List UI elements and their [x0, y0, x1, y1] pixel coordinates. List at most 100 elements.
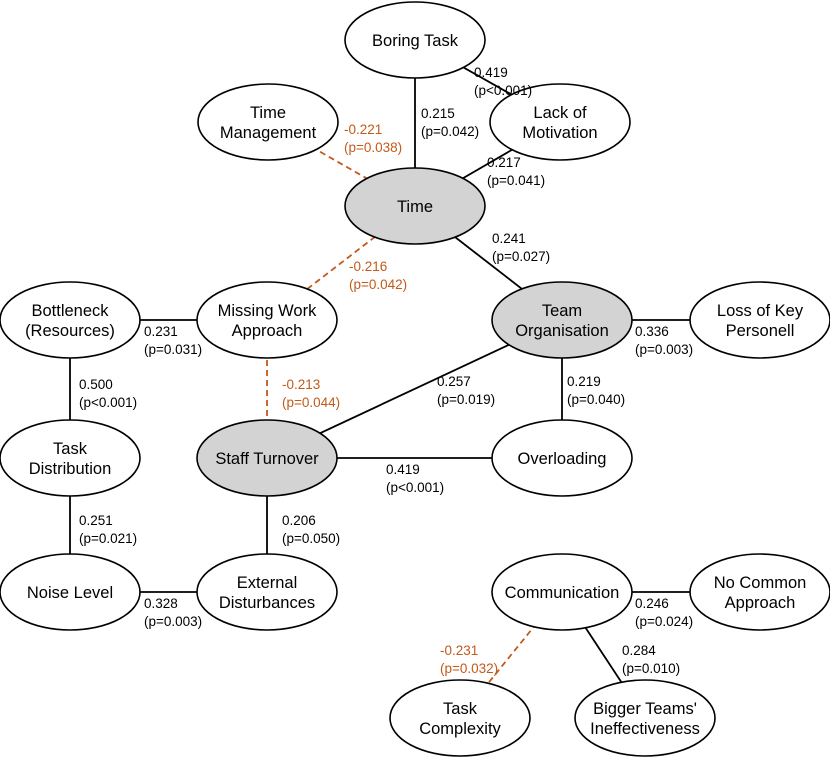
edge-label-communication-task-complexity: -0.231 (p=0.032) — [440, 643, 498, 676]
node-label-time: Time — [397, 198, 433, 216]
node-label-line: Staff Turnover — [215, 450, 319, 468]
node-label-line: Management — [220, 124, 317, 142]
node-shape-bottleneck-resources — [0, 281, 141, 359]
edge-p-value: (p=0.040) — [567, 392, 625, 407]
node-label-line: Disturbances — [219, 594, 315, 612]
node-label-boring-task: Boring Task — [372, 32, 459, 50]
node-shape-communication — [491, 553, 633, 631]
node-label-line: Approach — [725, 594, 796, 612]
edge-p-value: (p=0.032) — [440, 661, 498, 676]
edge-labels-layer: 0.419(p<0.001)0.215(p=0.042)0.217(p=0.04… — [79, 65, 693, 676]
edge-label-staff-turnover-external-disturbances: 0.206(p=0.050) — [282, 513, 340, 546]
node-label-line: Time — [250, 104, 286, 122]
edge-p-value: (p<0.001) — [79, 395, 137, 410]
edge-coefficient: -0.213 — [282, 377, 320, 392]
edge-p-value: (p=0.031) — [144, 342, 202, 357]
node-label-staff-turnover: Staff Turnover — [215, 450, 319, 468]
node-label-line: Lack of — [533, 104, 587, 122]
node-shape-staff-turnover — [196, 419, 338, 497]
edge-p-value: (p<0.001) — [386, 480, 444, 495]
edge-p-value: (p=0.038) — [344, 140, 402, 155]
node-time: Time — [344, 167, 486, 245]
edge-label-staff-turnover-overloading: 0.419(p<0.001) — [386, 462, 444, 495]
node-label-line: Missing Work — [218, 302, 317, 320]
edge-p-value: (p=0.042) — [349, 277, 407, 292]
edge-coefficient: 0.219 — [567, 374, 601, 389]
node-shape-team-organisation — [491, 281, 633, 359]
node-shape-noise-level — [0, 553, 141, 631]
node-shape-time — [344, 167, 486, 245]
edge-coefficient: -0.231 — [440, 643, 478, 658]
node-shape-task-complexity — [389, 679, 531, 757]
edge-label-communication-no-common-approach: 0.246(p=0.024) — [635, 596, 693, 629]
edge-label-task-distribution-noise-level: 0.251(p=0.021) — [79, 513, 137, 546]
node-label-bigger-teams-ineffectiveness: Bigger Teams' Ineffectiveness — [590, 700, 700, 738]
node-label-line: Overloading — [518, 450, 607, 468]
node-label-line: Complexity — [419, 720, 501, 738]
node-label-line: Personell — [726, 322, 795, 340]
edge-label-team-organisation-staff-turnover: 0.257 (p=0.019) — [437, 374, 495, 407]
edge-coefficient: 0.419 — [474, 65, 508, 80]
edge-p-value: (p=0.010) — [622, 661, 680, 676]
edge-coefficient: -0.216 — [349, 259, 387, 274]
node-label-line: Loss of Key — [717, 302, 804, 320]
node-label-communication: Communication — [505, 584, 620, 602]
node-label-line: Team — [542, 302, 582, 320]
node-shape-boring-task — [344, 1, 486, 79]
node-label-line: Bigger Teams' — [593, 700, 697, 718]
node-label-line: External — [237, 574, 298, 592]
edge-coefficient: 0.257 — [437, 374, 471, 389]
node-label-line: Distribution — [29, 460, 112, 478]
edge-label-lack-of-motivation-time: 0.217(p=0.041) — [487, 155, 545, 188]
edge-label-communication-bigger-teams: 0.284 (p=0.010) — [622, 643, 680, 676]
node-bigger-teams-ineffectiveness: Bigger Teams' Ineffectiveness — [574, 679, 716, 757]
edge-p-value: (p=0.003) — [635, 342, 693, 357]
node-shape-loss-of-key-personell — [689, 281, 830, 359]
node-label-line: (Resources) — [25, 322, 115, 340]
edge-coefficient: 0.284 — [622, 643, 656, 658]
edge-p-value: (p=0.042) — [421, 124, 479, 139]
edge-p-value: (p=0.019) — [437, 392, 495, 407]
node-shape-bigger-teams-ineffectiveness — [574, 679, 716, 757]
node-overloading: Overloading — [491, 419, 633, 497]
node-shape-task-distribution — [0, 419, 141, 497]
node-label-line: Ineffectiveness — [590, 720, 700, 738]
node-noise-level: Noise Level — [0, 553, 141, 631]
edge-label-boring-task-time: 0.215 (p=0.042) — [421, 106, 479, 139]
node-boring-task: Boring Task — [344, 1, 486, 79]
node-shape-external-disturbances — [196, 553, 338, 631]
node-shape-no-common-approach — [689, 553, 830, 631]
node-shape-lack-of-motivation — [489, 83, 631, 161]
node-label-line: Time — [397, 198, 433, 216]
edge-label-bottleneck-task-distribution: 0.500(p<0.001) — [79, 377, 137, 410]
edge-coefficient: 0.215 — [421, 106, 455, 121]
edge-label-team-organisation-loss-of-key-personell: 0.336(p=0.003) — [635, 324, 693, 357]
edge-p-value: (p=0.041) — [487, 173, 545, 188]
edge-p-value: (p=0.050) — [282, 531, 340, 546]
edge-p-value: (p=0.003) — [144, 614, 202, 629]
edge-p-value: (p=0.024) — [635, 614, 693, 629]
edge-label-missing-work-approach-staff-turnover: -0.213 (p=0.044) — [282, 377, 340, 410]
edge-label-bottleneck-missing-work-approach: 0.231(p=0.031) — [144, 324, 202, 357]
node-label-line: Task — [443, 700, 478, 718]
edge-p-value: (p=0.044) — [282, 395, 340, 410]
node-label-line: Communication — [505, 584, 620, 602]
